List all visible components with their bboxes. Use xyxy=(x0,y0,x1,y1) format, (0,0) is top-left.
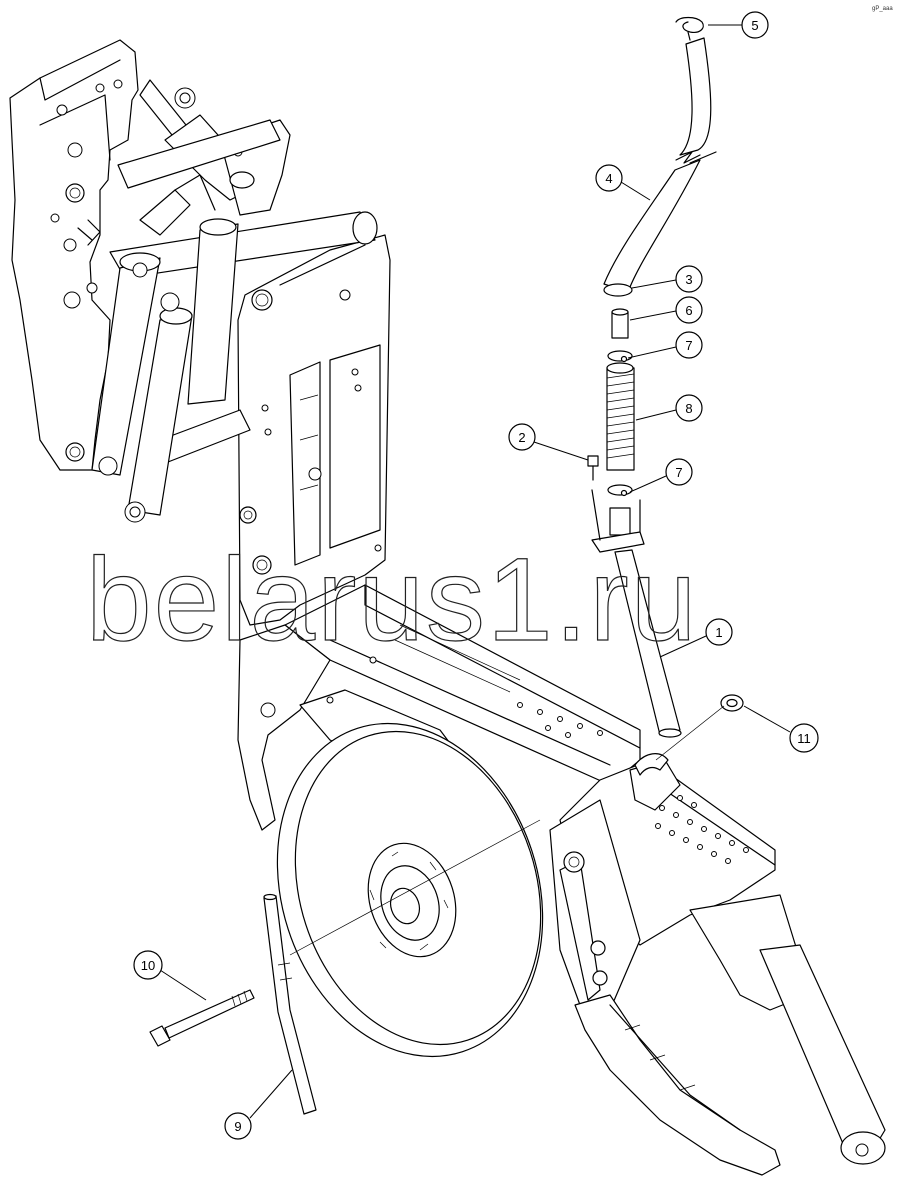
svg-text:11: 11 xyxy=(797,731,811,746)
frame-bolt xyxy=(251,289,273,311)
bracket-bolt xyxy=(65,183,85,203)
bolt-part-10 xyxy=(149,989,255,1047)
svg-text:10: 10 xyxy=(141,958,155,973)
svg-text:3: 3 xyxy=(685,272,692,287)
tube-bracket xyxy=(591,489,645,553)
disc-hub xyxy=(367,842,457,958)
frame-plate xyxy=(237,234,391,626)
link-bolt xyxy=(592,970,608,986)
callout-6[interactable]: 6 xyxy=(629,296,703,324)
callout-8[interactable]: 8 xyxy=(635,394,703,422)
spring-part-8 xyxy=(606,362,635,471)
washer-part-11 xyxy=(720,694,744,712)
drawing-code: gP_aaa xyxy=(872,6,893,12)
scraper-link xyxy=(549,799,641,1011)
rod-part-9 xyxy=(263,893,317,1115)
hole-row xyxy=(655,795,749,864)
frame-bolt xyxy=(252,555,272,575)
callout-10[interactable]: 10 xyxy=(133,950,207,1001)
clamp-part-3 xyxy=(603,283,633,297)
screw-part-2 xyxy=(587,455,599,481)
sleeve-part-6 xyxy=(611,308,629,339)
svg-text:6: 6 xyxy=(685,303,692,318)
callout-9[interactable]: 9 xyxy=(224,1069,293,1140)
callout-1[interactable]: 1 xyxy=(659,618,733,658)
seed-tube-part-1 xyxy=(614,549,682,738)
svg-text:8: 8 xyxy=(685,401,692,416)
bracket-bolt xyxy=(65,442,85,462)
callout-4[interactable]: 4 xyxy=(595,164,651,201)
main-beam xyxy=(284,584,641,786)
svg-text:5: 5 xyxy=(751,18,758,33)
link-bolt xyxy=(590,940,606,956)
watermark: belarus1.ru xyxy=(86,534,698,666)
clip-part-5 xyxy=(675,16,704,41)
hose-part-4 xyxy=(603,37,717,293)
svg-text:7: 7 xyxy=(685,338,692,353)
callout-7b[interactable]: 7 xyxy=(629,458,693,493)
callout-2[interactable]: 2 xyxy=(508,423,589,461)
assembly-lines xyxy=(289,705,725,956)
spring-cylinders xyxy=(91,218,239,523)
callout-3[interactable]: 3 xyxy=(631,265,703,293)
link-bolt xyxy=(563,851,585,873)
callout-5[interactable]: 5 xyxy=(708,11,769,39)
svg-text:4: 4 xyxy=(605,171,612,186)
callout-7a[interactable]: 7 xyxy=(627,331,703,359)
svg-text:7: 7 xyxy=(675,465,682,480)
callout-11[interactable]: 11 xyxy=(743,705,819,753)
frame-bolt xyxy=(239,506,257,524)
ring-part-7-upper xyxy=(607,350,633,363)
mounting-bracket xyxy=(9,39,139,471)
ring-part-7-lower xyxy=(607,484,633,497)
svg-text:2: 2 xyxy=(518,430,525,445)
cross-shafts xyxy=(109,119,378,463)
svg-text:9: 9 xyxy=(234,1119,241,1134)
svg-text:1: 1 xyxy=(715,625,722,640)
scraper-blade xyxy=(574,994,781,1176)
